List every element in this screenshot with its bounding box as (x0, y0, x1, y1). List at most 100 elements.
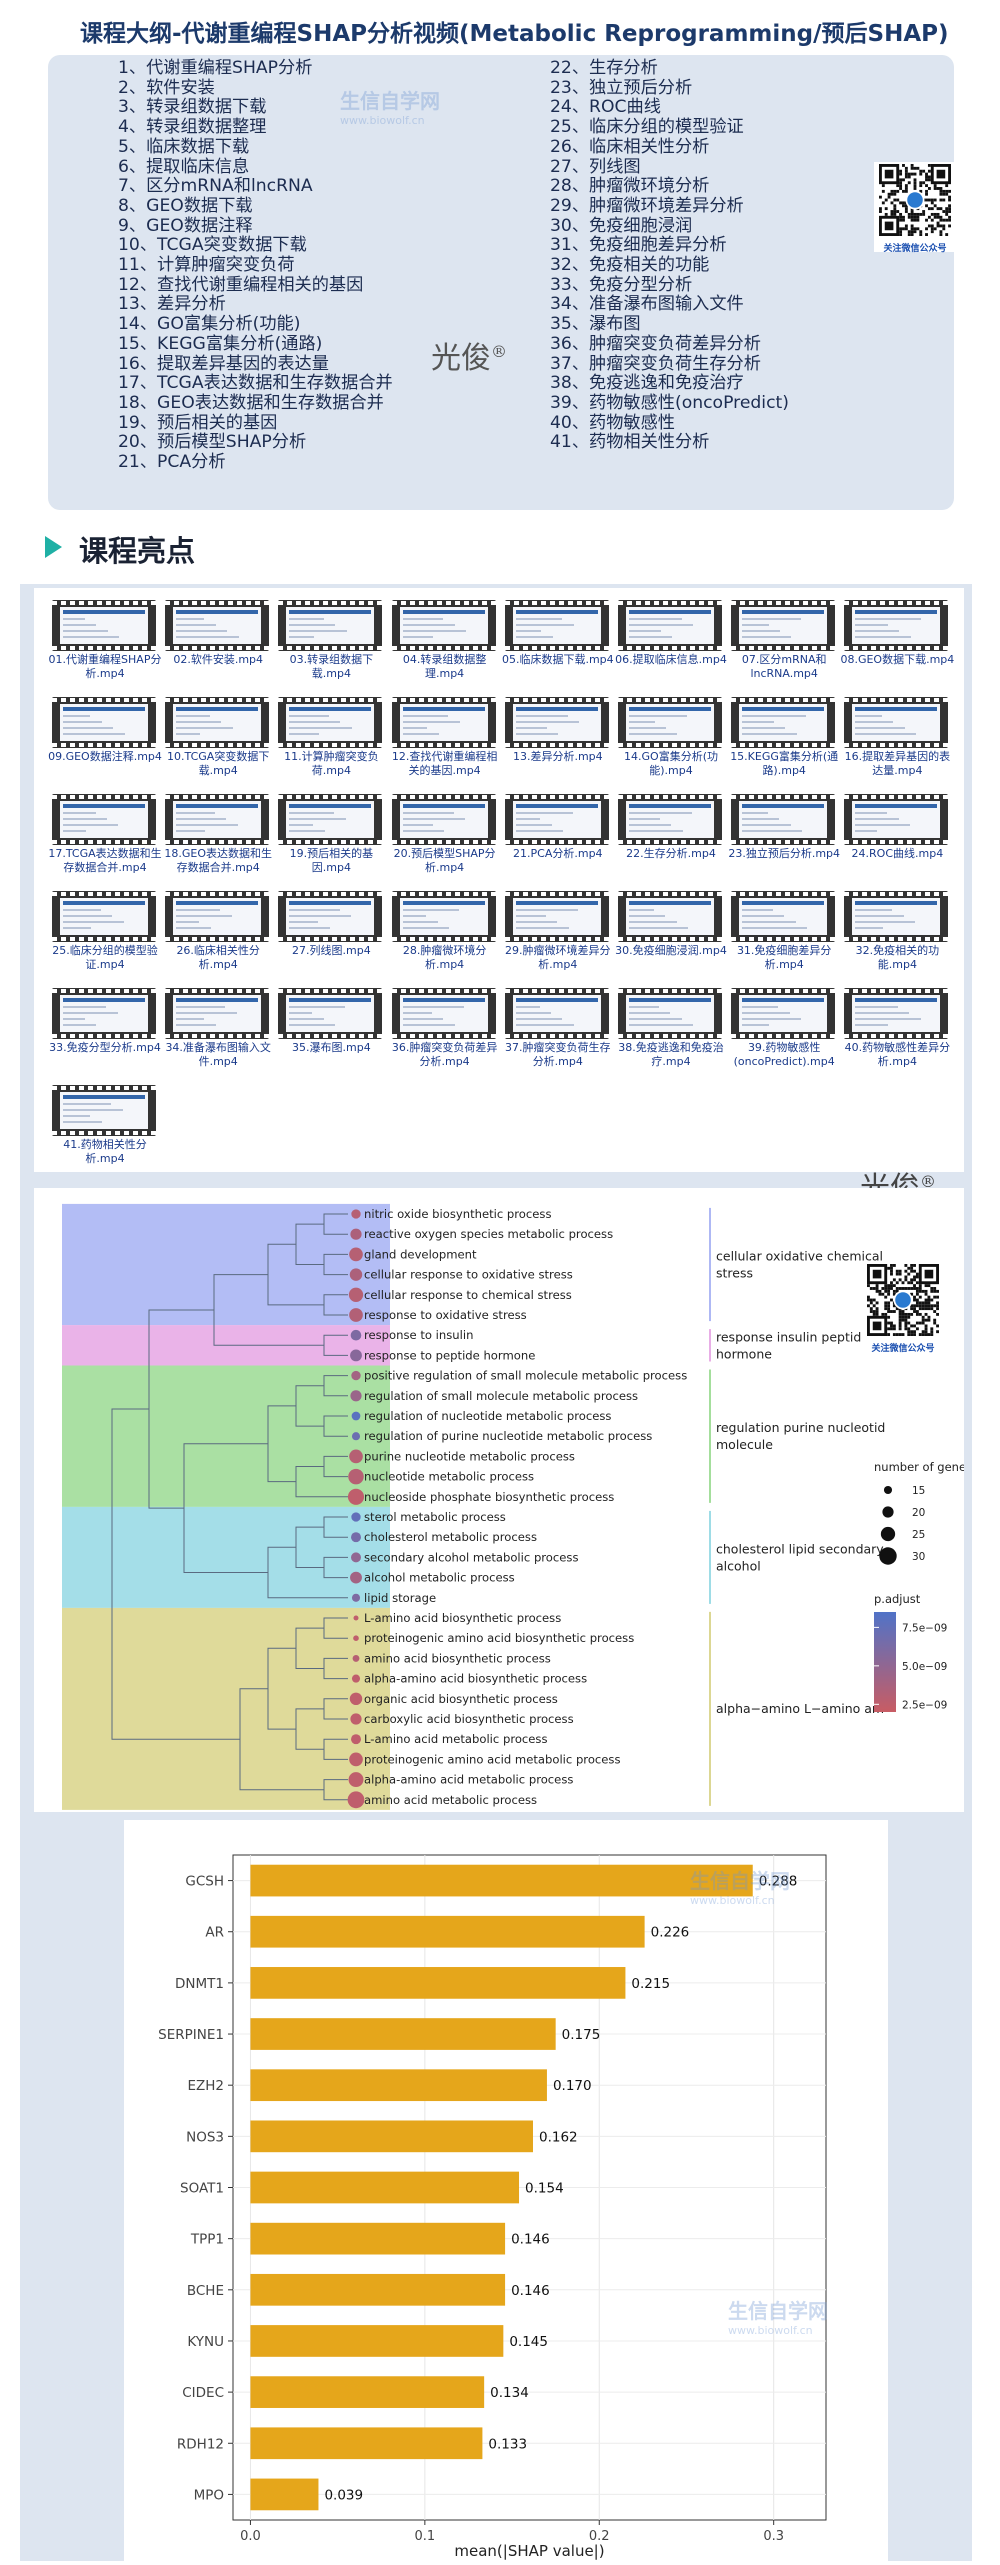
outline-item: 16、提取差异基因的表达量 (118, 353, 329, 374)
video-item[interactable]: 14.GO富集分析(功能).mp4 (618, 697, 724, 777)
video-item[interactable]: 37.肿瘤突变负荷生存分析.mp4 (504, 988, 611, 1068)
video-thumbnail[interactable] (618, 697, 722, 748)
video-item[interactable]: 41.药物相关性分析.mp4 (52, 1085, 158, 1165)
video-item[interactable]: 12.查找代谢重编程相关的基因.mp4 (391, 697, 498, 777)
video-item[interactable]: 32.免疫相关的功能.mp4 (844, 891, 950, 971)
video-item[interactable]: 01.代谢重编程SHAP分析.mp4 (49, 600, 161, 680)
video-thumbnail[interactable] (391, 697, 496, 748)
bar (250, 2018, 556, 2050)
video-label: 04.转录组数据整理.mp4 (402, 653, 487, 680)
video-thumbnail[interactable] (731, 697, 836, 748)
video-item[interactable]: 28.肿瘤微环境分析.mp4 (391, 891, 498, 971)
video-thumbnail[interactable] (52, 891, 156, 942)
outline-item: 24、ROC曲线 (550, 97, 661, 118)
video-item[interactable]: 16.提取差异基因的表达量.mp4 (844, 697, 950, 777)
outline-item: 12、查找代谢重编程相关的基因 (118, 274, 364, 295)
video-item[interactable]: 39.药物敏感性(oncoPredict).mp4 (731, 988, 837, 1068)
video-thumbnail[interactable] (278, 600, 383, 651)
video-thumbnail[interactable] (731, 794, 836, 845)
video-item[interactable]: 05.临床数据下载.mp4 (502, 600, 614, 680)
video-thumbnail[interactable] (731, 600, 836, 651)
video-item[interactable]: 07.区分mRNA和lncRNA.mp4 (731, 600, 837, 680)
video-thumbnail[interactable] (391, 794, 496, 845)
video-thumbnail[interactable] (165, 697, 270, 748)
video-thumbnail[interactable] (844, 794, 949, 845)
video-item[interactable]: 34.准备瀑布图输入文件.mp4 (165, 988, 271, 1068)
video-thumbnail[interactable] (618, 988, 722, 1039)
video-thumbnail[interactable] (844, 988, 949, 1039)
video-item[interactable]: 38.免疫逃逸和免疫治疗.mp4 (618, 988, 724, 1068)
video-item[interactable]: 06.提取临床信息.mp4 (615, 600, 727, 680)
video-item[interactable]: 20.预后模型SHAP分析.mp4 (391, 794, 498, 874)
video-thumbnail[interactable] (618, 600, 722, 651)
video-thumbnail[interactable] (278, 697, 383, 748)
video-item[interactable]: 15.KEGG富集分析(通路).mp4 (730, 697, 838, 777)
video-label: 39.药物敏感性(oncoPredict).mp4 (733, 1041, 835, 1068)
video-item[interactable]: 19.预后相关的基因.mp4 (278, 794, 384, 874)
video-thumbnail[interactable] (391, 988, 496, 1039)
video-item[interactable]: 18.GEO表达数据和生存数据合并.mp4 (164, 794, 272, 874)
video-item[interactable]: 40.药物敏感性差异分析.mp4 (844, 988, 950, 1068)
video-item[interactable]: 11.计算肿瘤突变负荷.mp4 (278, 697, 384, 777)
video-item[interactable]: 10.TCGA突变数据下载.mp4 (165, 697, 271, 777)
x-tick-label: 0.3 (763, 2529, 784, 2544)
video-thumbnail[interactable] (278, 988, 383, 1039)
video-item[interactable]: 30.免疫细胞浸润.mp4 (615, 891, 727, 971)
video-thumbnail[interactable] (52, 600, 156, 651)
video-item[interactable]: 33.免疫分型分析.mp4 (49, 988, 161, 1068)
video-thumbnail[interactable] (504, 697, 609, 748)
qr-code-icon: 关注微信公众号 (862, 1262, 944, 1354)
video-thumbnail[interactable] (52, 794, 156, 845)
video-item[interactable]: 35.瀑布图.mp4 (278, 988, 384, 1068)
video-item[interactable]: 02.软件安装.mp4 (165, 600, 271, 680)
video-thumbnail[interactable] (844, 697, 949, 748)
video-item[interactable]: 22.生存分析.mp4 (618, 794, 724, 874)
category-label: NOS3 (186, 2129, 224, 2145)
video-thumbnail[interactable] (165, 794, 270, 845)
video-item[interactable]: 27.列线图.mp4 (278, 891, 384, 971)
video-item[interactable]: 03.转录组数据下载.mp4 (278, 600, 384, 680)
video-thumbnail[interactable] (618, 794, 722, 845)
bar (250, 2273, 506, 2306)
video-thumbnail[interactable] (844, 600, 949, 651)
video-thumbnail[interactable] (504, 794, 609, 845)
video-item[interactable]: 13.差异分析.mp4 (504, 697, 611, 777)
video-item[interactable]: 23.独立预后分析.mp4 (728, 794, 840, 874)
video-thumbnail[interactable] (731, 891, 836, 942)
video-item[interactable]: 04.转录组数据整理.mp4 (391, 600, 498, 680)
video-thumbnail[interactable] (504, 891, 609, 942)
video-thumbnail[interactable] (391, 600, 496, 651)
video-item[interactable]: 26.临床相关性分析.mp4 (165, 891, 271, 971)
video-thumbnail[interactable] (165, 600, 270, 651)
video-thumbnail[interactable] (165, 988, 270, 1039)
video-thumbnail[interactable] (165, 891, 270, 942)
video-thumbnail[interactable] (278, 794, 383, 845)
bar (250, 2376, 485, 2408)
video-label: 23.独立预后分析.mp4 (728, 847, 841, 860)
video-item[interactable]: 31.免疫细胞差异分析.mp4 (731, 891, 837, 971)
video-thumbnail[interactable] (52, 988, 156, 1039)
video-item[interactable]: 36.肿瘤突变负荷差异分析.mp4 (391, 988, 498, 1068)
video-thumbnail[interactable] (731, 988, 836, 1039)
video-label: 17.TCGA表达数据和生存数据合并.mp4 (48, 847, 162, 874)
video-thumbnail[interactable] (504, 988, 609, 1039)
video-item[interactable]: 21.PCA分析.mp4 (504, 794, 611, 874)
video-label: 07.区分mRNA和lncRNA.mp4 (741, 653, 827, 680)
video-label: 25.临床分组的模型验证.mp4 (52, 944, 158, 971)
video-thumbnail[interactable] (618, 891, 722, 942)
video-thumbnail[interactable] (52, 697, 156, 748)
term-label: response to oxidative stress (364, 1308, 527, 1322)
video-item[interactable]: 17.TCGA表达数据和生存数据合并.mp4 (48, 794, 162, 874)
video-thumbnail[interactable] (504, 600, 609, 651)
video-item[interactable]: 09.GEO数据注释.mp4 (48, 697, 162, 777)
video-thumbnail[interactable] (278, 891, 383, 942)
video-item[interactable]: 08.GEO数据下载.mp4 (840, 600, 954, 680)
video-item[interactable]: 24.ROC曲线.mp4 (844, 794, 950, 874)
video-label: 18.GEO表达数据和生存数据合并.mp4 (164, 847, 272, 874)
video-item[interactable]: 29.肿瘤微环境差异分析.mp4 (504, 891, 611, 971)
video-thumbnail[interactable] (844, 891, 949, 942)
video-thumbnail[interactable] (52, 1085, 156, 1136)
video-item[interactable]: 25.临床分组的模型验证.mp4 (52, 891, 158, 971)
video-thumbnail[interactable] (391, 891, 496, 942)
term-dot (351, 1512, 361, 1522)
